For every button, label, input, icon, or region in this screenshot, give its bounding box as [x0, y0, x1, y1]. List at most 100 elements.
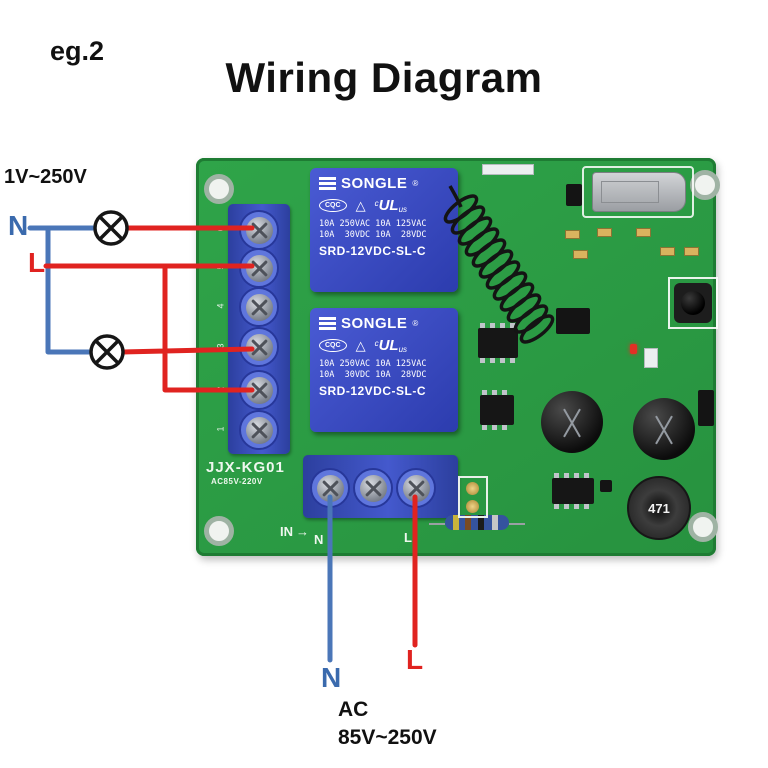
smd-component [482, 164, 534, 175]
inductor-value: 471 [648, 500, 670, 516]
relay-brand: SONGLE [341, 315, 408, 332]
terminal-l-label: L [404, 530, 412, 545]
terminal-number: 4 [215, 303, 226, 309]
ul-mark: c UL us [374, 337, 408, 354]
smd-component [698, 390, 714, 426]
terminal-n-label: N [314, 532, 324, 547]
relay-model: SRD-12VDC-SL-C [319, 384, 427, 399]
output-terminal-block [303, 455, 458, 518]
smd-resistor [597, 228, 612, 237]
cqc-mark: CQC [319, 199, 347, 212]
screw-icon [402, 474, 430, 502]
mounting-hole [690, 170, 720, 200]
relay-spec-line: 10A 250VAC 10A 125VAC [319, 359, 427, 369]
electrolytic-capacitor [633, 398, 695, 460]
screw-icon [245, 333, 273, 361]
songle-logo-icon [319, 317, 336, 330]
button-silkscreen [668, 277, 718, 329]
screw-terminal [239, 327, 279, 367]
ul-mark: c UL us [374, 197, 408, 214]
triangle-cert-icon: △ [355, 197, 366, 213]
terminal-number: 2 [215, 386, 226, 392]
relay-spec-line: 10A 250VAC 10A 125VAC [319, 219, 427, 229]
smd-resistor [684, 247, 699, 256]
mains-live-label: L [28, 247, 46, 278]
registered-mark: ® [412, 179, 419, 188]
push-button [674, 283, 712, 323]
relay-spec-line: 10A 30VDC 10A 28VDC [319, 370, 427, 381]
cqc-mark: CQC [319, 339, 347, 352]
electrolytic-capacitor [541, 391, 603, 453]
ic-chip [552, 473, 594, 509]
relay-2: SONGLE ® CQC △ c UL us 10A 250VAC 10A 12… [310, 308, 458, 432]
mounting-hole [204, 174, 234, 204]
screw-terminal [239, 248, 279, 288]
terminal-number: 3 [215, 343, 226, 349]
resistor-band [492, 515, 498, 530]
screw-icon [245, 216, 273, 244]
smd-component [644, 348, 658, 368]
terminal-number: 5 [215, 264, 226, 270]
screw-terminal [239, 370, 279, 410]
output-ac-label: AC [338, 698, 369, 721]
output-live-label: L [406, 644, 424, 675]
screw-icon [359, 474, 387, 502]
screw-icon [245, 293, 273, 321]
toroid-inductor: 471 [627, 476, 691, 540]
resistor [429, 515, 525, 530]
smd-component [556, 308, 590, 334]
smd-resistor [660, 247, 675, 256]
mains-neutral-label: N [8, 210, 29, 241]
resistor-band [465, 515, 471, 530]
screw-icon [316, 474, 344, 502]
gold-pad [466, 482, 479, 495]
screw-terminal [239, 210, 279, 250]
screw-icon [245, 376, 273, 404]
board-voltage-label: AC85V-220V [211, 477, 263, 486]
screw-terminal [239, 410, 279, 450]
relay-model: SRD-12VDC-SL-C [319, 244, 427, 259]
screw-terminal [239, 287, 279, 327]
in-label: IN → [280, 524, 309, 539]
example-label: eg.2 [50, 36, 105, 66]
rf-receiver-module [592, 172, 686, 212]
mounting-hole [204, 516, 234, 546]
in-arrow-icon: → [296, 524, 309, 539]
lamp-icon [93, 210, 129, 246]
screw-icon [245, 254, 273, 282]
smd-resistor [573, 250, 588, 259]
resistor-band [453, 515, 459, 530]
pcb-board: 6 5 4 3 2 1 SONGLE ® CQC △ c [196, 158, 720, 556]
triangle-cert-icon: △ [355, 337, 366, 353]
led-indicator [630, 344, 637, 354]
gold-pad [466, 500, 479, 513]
board-model-label: JJX-KG01 [206, 459, 285, 476]
smd-resistor [636, 228, 651, 237]
screw-icon [245, 416, 273, 444]
resistor-band [478, 515, 484, 530]
page-title: Wiring Diagram [225, 54, 543, 101]
cap-vent-icon [554, 404, 590, 440]
registered-mark: ® [412, 319, 419, 328]
terminal-number: 1 [215, 426, 226, 432]
relay-1: SONGLE ® CQC △ c UL us 10A 250VAC 10A 12… [310, 168, 458, 292]
mounting-hole [688, 512, 718, 542]
screw-terminal [396, 468, 436, 508]
relay-spec-line: 10A 30VDC 10A 28VDC [319, 230, 427, 241]
output-voltage-label: 85V~250V [338, 726, 437, 749]
relay-brand: SONGLE [341, 175, 408, 192]
smd-component [566, 184, 582, 206]
lamp-icon [89, 334, 125, 370]
screw-terminal [353, 468, 393, 508]
ic-chip [480, 390, 514, 430]
ic-chip [478, 323, 518, 363]
input-terminal-block [228, 204, 290, 454]
terminal-number: 6 [215, 226, 226, 232]
pad-silkscreen [458, 476, 488, 518]
cap-vent-icon [646, 411, 682, 447]
screw-terminal [310, 468, 350, 508]
mains-voltage-label: 1V~250V [4, 166, 87, 188]
rf-module-silkscreen [582, 166, 694, 218]
output-neutral-label: N [321, 662, 342, 693]
